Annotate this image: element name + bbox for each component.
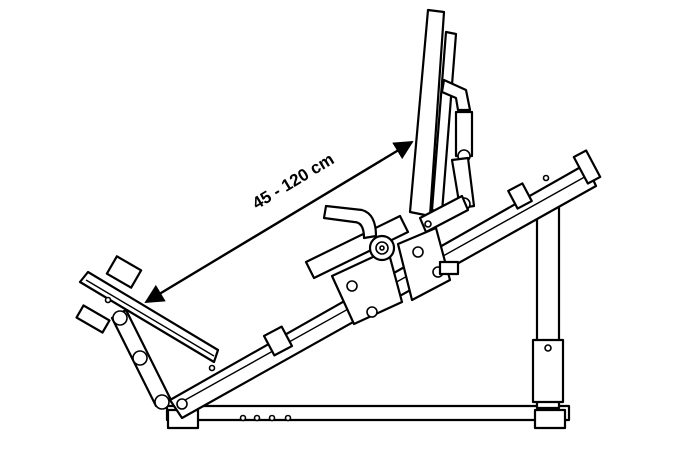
base-frame: [165, 404, 571, 430]
dimension-arrow: [144, 140, 414, 304]
rear-post: [531, 198, 565, 410]
footplate-assembly: [75, 255, 220, 410]
backrest: [408, 8, 476, 234]
dimension-label: 45 - 120 cm: [249, 150, 337, 214]
